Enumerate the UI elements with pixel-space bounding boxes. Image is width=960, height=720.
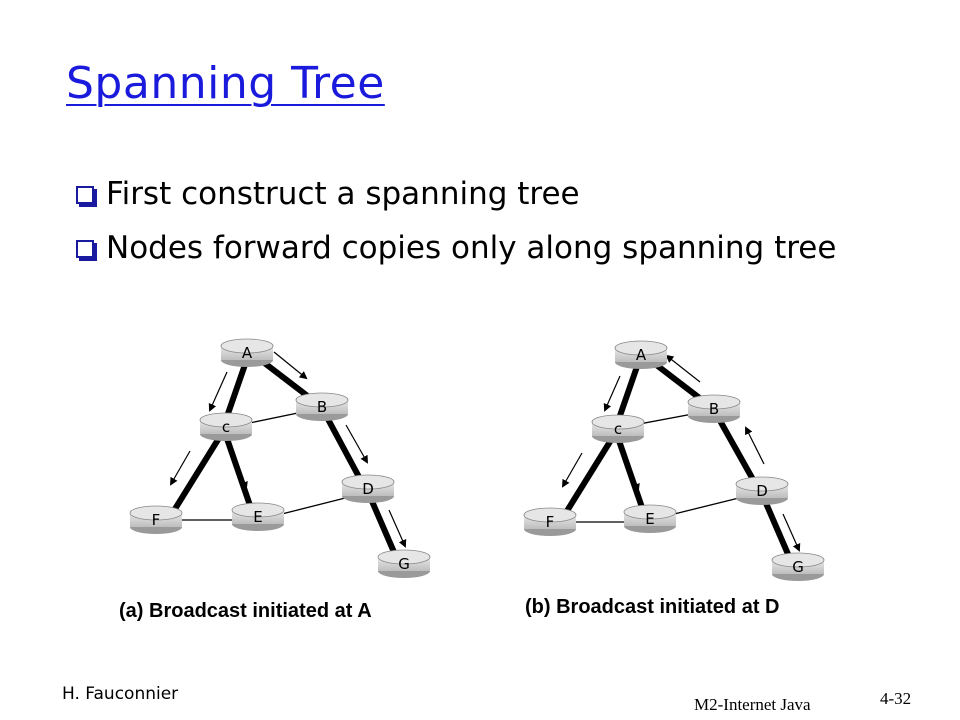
bullet-item: Nodes forward copies only along spanning…	[72, 226, 892, 270]
footer-author: H. Fauconnier	[62, 684, 179, 704]
arrow-icon	[231, 448, 248, 490]
router-node: E	[623, 504, 677, 533]
router-node: D	[341, 474, 395, 503]
router-node: B	[687, 394, 741, 423]
arrow-icon	[745, 426, 765, 465]
arrow-icon	[208, 371, 228, 412]
diagram-caption-a: (a) Broadcast initiated at A	[119, 600, 372, 622]
node-label: B	[317, 398, 327, 416]
tree-edge-c-e	[613, 431, 649, 520]
node-label: D	[362, 480, 374, 498]
tree-edge-c-e	[221, 429, 257, 518]
square-bullet-icon	[76, 240, 94, 258]
arrow-icon	[603, 375, 621, 412]
slide-title: Spanning Tree	[66, 58, 385, 109]
arrow-icon	[170, 450, 191, 486]
node-label: A	[636, 346, 647, 364]
tree-edge-c-f	[167, 428, 227, 519]
router-node: G	[771, 552, 825, 581]
node-label: G	[792, 558, 804, 576]
diagram-caption-b: (b) Broadcast initiated at D	[525, 596, 780, 618]
page-number: 4-32	[880, 689, 912, 708]
arrow-icon	[562, 452, 583, 488]
arrow-icon	[623, 450, 640, 492]
bullet-list: First construct a spanning tree Nodes fo…	[72, 172, 892, 280]
bullet-item: First construct a spanning tree	[72, 172, 892, 216]
arrow-icon	[665, 354, 701, 383]
node-label: E	[253, 508, 262, 526]
node-label: c	[614, 420, 622, 438]
footer-course: M2-Internet Java	[694, 695, 811, 714]
node-label: E	[645, 510, 654, 528]
node-label: D	[756, 482, 768, 500]
node-label: F	[546, 513, 555, 531]
router-node: A	[220, 338, 274, 367]
arrow-icon	[782, 513, 801, 552]
bullet-text: First construct a spanning tree	[106, 176, 580, 212]
arrow-icon	[345, 424, 368, 464]
arrow-icon	[388, 509, 407, 548]
diagram-a: A B c D	[129, 338, 431, 578]
router-node: c	[199, 412, 253, 441]
node-label: B	[709, 400, 719, 418]
router-node: G	[377, 549, 431, 578]
router-node: c	[591, 414, 645, 443]
node-label: c	[222, 418, 230, 436]
router-node: F	[523, 507, 577, 536]
tree-edge-c-f	[559, 430, 619, 521]
router-node: B	[295, 392, 349, 421]
square-bullet-icon	[76, 186, 94, 204]
node-label: F	[152, 511, 161, 529]
router-node: E	[231, 502, 285, 531]
arrow-icon	[273, 351, 308, 380]
node-label: A	[242, 344, 253, 362]
bullet-text: Nodes forward copies only along spanning…	[106, 230, 837, 266]
router-node: D	[735, 476, 789, 505]
diagram-b: A B c D	[523, 340, 825, 581]
node-label: G	[398, 555, 410, 573]
router-node: F	[129, 505, 183, 534]
router-node: A	[614, 340, 668, 369]
